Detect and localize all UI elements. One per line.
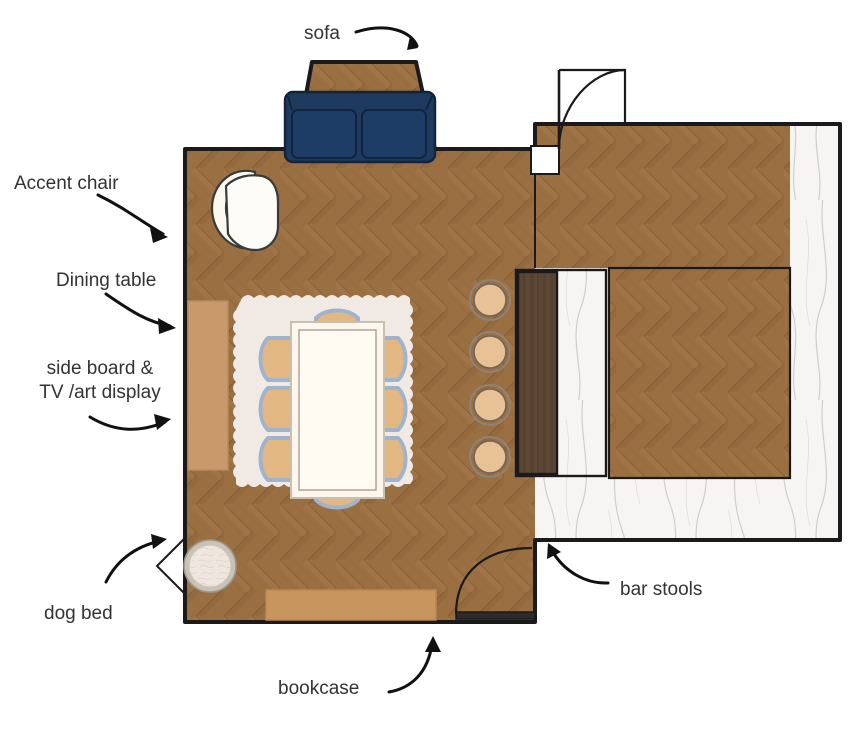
label-sofa: sofa: [304, 23, 340, 44]
bar-stools[interactable]: [469, 279, 511, 478]
arrow-bar-stools: [552, 552, 610, 585]
bookcase[interactable]: [265, 589, 437, 621]
arrow-accent-chair: [96, 193, 165, 236]
room-outline-walls: [183, 60, 842, 624]
label-dining-table: Dining table: [56, 270, 157, 291]
label-dog-bed: dog bed: [44, 603, 113, 624]
arrow-sofa: [354, 26, 419, 48]
label-bookcase: bookcase: [278, 678, 360, 699]
label-side-board: side board & TV /art display: [39, 358, 161, 403]
bar-stool-1: [469, 279, 511, 321]
kitchen-island[interactable]: [514, 268, 608, 478]
door-bottom-right[interactable]: [454, 546, 536, 620]
sofa[interactable]: [283, 90, 437, 164]
arrow-side-board: [88, 415, 167, 431]
label-accent-chair: Accent chair: [14, 173, 119, 194]
accent-chair[interactable]: [210, 169, 280, 252]
arrow-dog-bed: [104, 539, 162, 584]
wall-notch-dog-bed: [155, 537, 186, 595]
side-board-tv-display[interactable]: [187, 300, 229, 471]
kitchen-marble-floor: [535, 124, 840, 540]
bar-stool-4: [469, 436, 511, 478]
annotation-arrows: [88, 26, 610, 694]
bar-stool-2: [469, 331, 511, 373]
entry-door-top[interactable]: [530, 68, 627, 175]
label-bar-stools: bar stools: [620, 579, 703, 600]
inner-wood-inset-outline: [607, 266, 792, 480]
bar-stool-3: [469, 384, 511, 426]
dog-bed[interactable]: [183, 539, 237, 593]
dining-table[interactable]: [290, 321, 385, 499]
